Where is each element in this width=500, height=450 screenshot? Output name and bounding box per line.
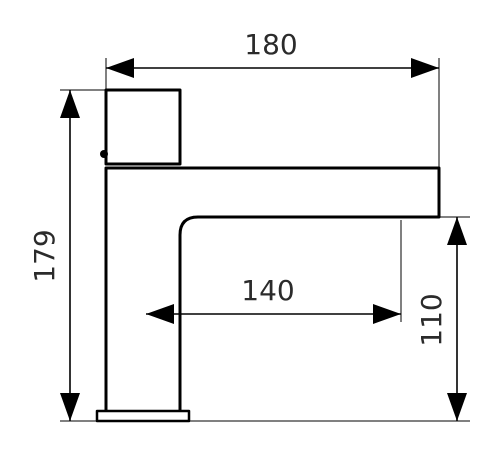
dimension-label-110: 110	[415, 293, 448, 346]
arrowhead-up-icon	[60, 90, 80, 118]
dimension-overall-height: 179	[28, 90, 80, 421]
dimension-spout-height: 110	[415, 217, 467, 421]
dimension-overall-width: 180	[106, 28, 439, 78]
arrowhead-right-icon	[411, 58, 439, 78]
arrowhead-left-icon	[106, 58, 134, 78]
arrowhead-down-icon	[447, 393, 467, 421]
dimension-label-140: 140	[241, 274, 294, 307]
arrowhead-down-icon	[60, 393, 80, 421]
handle-knob-dot	[100, 150, 108, 158]
arrowhead-left-icon	[146, 304, 174, 324]
faucet-base-plate	[95, 409, 191, 423]
arrowhead-right-icon	[373, 304, 401, 324]
dimension-spout-reach: 140	[146, 274, 401, 324]
faucet-body	[104, 166, 441, 414]
dimension-label-180: 180	[244, 28, 297, 61]
arrowhead-up-icon	[447, 217, 467, 245]
faucet-outline	[95, 88, 441, 423]
faucet-handle	[104, 88, 182, 166]
dimension-label-179: 179	[28, 229, 61, 282]
